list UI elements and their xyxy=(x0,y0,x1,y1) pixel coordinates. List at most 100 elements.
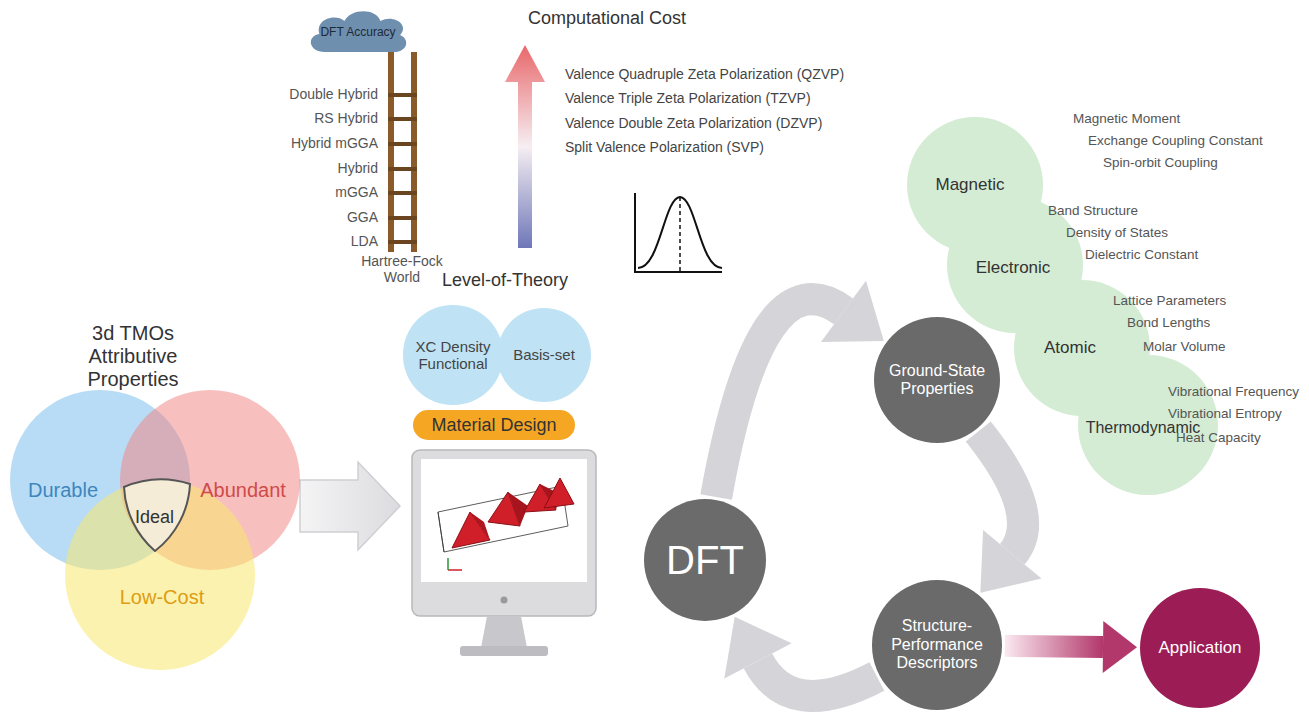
text-label: Molar Volume xyxy=(1143,339,1226,355)
process-circle: Structure-Performance Descriptors xyxy=(872,580,1002,710)
cycle-arrow xyxy=(724,617,877,696)
venn-intersection: Ideal xyxy=(118,478,195,556)
theory-circle: XC Density Functional xyxy=(403,305,502,404)
node-shape xyxy=(124,479,190,551)
art-part xyxy=(508,492,528,526)
label-box: Hybrid mGGA xyxy=(291,135,378,151)
art-part xyxy=(679,197,681,272)
text-label: Spin-orbit Coupling xyxy=(1103,155,1218,171)
label-box: Computational Cost xyxy=(528,8,686,29)
node-text: DFT Accuracy xyxy=(320,26,395,40)
art-part xyxy=(460,646,548,656)
label-box: Split Valence Polarization (SVP) xyxy=(565,139,764,155)
arrow-head xyxy=(724,617,791,679)
arrow-head xyxy=(1103,621,1137,673)
art-part xyxy=(388,240,417,244)
text-label: Dielectric Constant xyxy=(1085,247,1198,263)
label-box: Double Hybrid xyxy=(289,86,378,102)
text-label: Hartree-Fock World xyxy=(352,253,452,285)
art-part xyxy=(412,450,596,616)
art-part xyxy=(388,142,417,146)
connector-line xyxy=(1005,646,1103,647)
node-text: Structure-Performance Descriptors xyxy=(885,617,989,672)
text-label: Valence Triple Zeta Polarization (TZVP) xyxy=(565,90,811,106)
art-part xyxy=(544,478,574,508)
label-box: Vibrational Frequency xyxy=(1168,384,1299,400)
label-box: Exchange Coupling Constant xyxy=(1088,133,1263,149)
art-part xyxy=(635,193,722,272)
node-text: Electronic xyxy=(963,258,1063,278)
cycle-arrow xyxy=(978,432,1041,593)
node-shape xyxy=(311,11,406,52)
text-label: Level-of-Theory xyxy=(442,270,568,291)
node-text: Ideal xyxy=(135,507,174,528)
connector-line xyxy=(758,661,877,696)
hub-circle: DFT xyxy=(644,499,766,621)
text-label: Split Valence Polarization (SVP) xyxy=(565,139,764,155)
node-text: Durable xyxy=(18,479,108,502)
node-text: Material Design xyxy=(431,415,556,436)
art-part xyxy=(501,597,508,604)
art-part xyxy=(388,167,417,171)
text-label: Hybrid xyxy=(338,160,378,176)
flow-arrow xyxy=(300,462,400,550)
label-box: Spin-orbit Coupling xyxy=(1103,155,1218,171)
monitor xyxy=(412,450,596,656)
text-label: Double Hybrid xyxy=(289,86,378,102)
node-text: Low-Cost xyxy=(112,586,212,609)
text-label: mGGA xyxy=(335,184,378,200)
text-label: Band Structure xyxy=(1048,203,1138,219)
text-label: Lattice Parameters xyxy=(1113,293,1226,309)
node-text: Basis-set xyxy=(504,346,584,363)
theory-circle: Basis-set xyxy=(497,308,591,402)
ladder xyxy=(388,52,417,252)
design-pill: Material Design xyxy=(413,410,574,441)
text-label: Valence Double Zeta Polarization (DZVP) xyxy=(565,115,822,131)
label-box: RS Hybrid xyxy=(314,110,378,126)
label-box: Valence Double Zeta Polarization (DZVP) xyxy=(565,115,822,131)
text-label: GGA xyxy=(347,209,378,225)
node-text: XC Density Functional xyxy=(413,338,493,373)
node-text: DFT xyxy=(655,537,755,583)
text-label: 3d TMOs Attributive Properties xyxy=(73,322,193,391)
art-part xyxy=(411,52,417,252)
text-label: Hybrid mGGA xyxy=(291,135,378,151)
text-label: Vibrational Frequency xyxy=(1168,384,1299,400)
label-box: Valence Triple Zeta Polarization (TZVP) xyxy=(565,90,811,106)
arrow-head xyxy=(980,530,1041,593)
gaussian-icon xyxy=(635,193,722,272)
label-box: Dielectric Constant xyxy=(1085,247,1198,263)
art-part xyxy=(388,117,417,121)
text-label: Exchange Coupling Constant xyxy=(1088,133,1263,149)
label-box: Bond Lengths xyxy=(1127,315,1210,331)
property-circle: Thermodynamic xyxy=(1078,355,1218,495)
node-text: Thermodynamic xyxy=(1081,419,1205,437)
art-part xyxy=(438,512,444,552)
text-label: RS Hybrid xyxy=(314,110,378,126)
label-box: Density of States xyxy=(1066,225,1168,241)
text-label: Magnetic Moment xyxy=(1073,111,1180,127)
art-part xyxy=(388,216,417,220)
art-part xyxy=(421,459,587,582)
label-box: mGGA xyxy=(335,184,378,200)
node-text: Abundant xyxy=(193,479,293,502)
label-box: Valence Quadruple Zeta Polarization (QZV… xyxy=(565,66,844,82)
label-box: Lattice Parameters xyxy=(1113,293,1226,309)
art-part xyxy=(470,512,490,540)
connector-line xyxy=(716,299,843,497)
label-box: LDA xyxy=(351,233,378,249)
label-box: GGA xyxy=(347,209,378,225)
label-box: Molar Volume xyxy=(1143,339,1226,355)
text-label: Bond Lengths xyxy=(1127,315,1210,331)
text-label: LDA xyxy=(351,233,378,249)
node-text: Magnetic xyxy=(920,175,1020,195)
node-text: Atomic xyxy=(1020,338,1120,358)
application-arrow xyxy=(1005,621,1137,673)
label-box: Hartree-Fock World xyxy=(352,253,452,285)
label-box: Magnetic Moment xyxy=(1073,111,1180,127)
art-part xyxy=(388,191,417,195)
label-box: Hybrid xyxy=(338,160,378,176)
text-label: Density of States xyxy=(1066,225,1168,241)
process-circle: Ground-State Properties xyxy=(874,317,1000,443)
